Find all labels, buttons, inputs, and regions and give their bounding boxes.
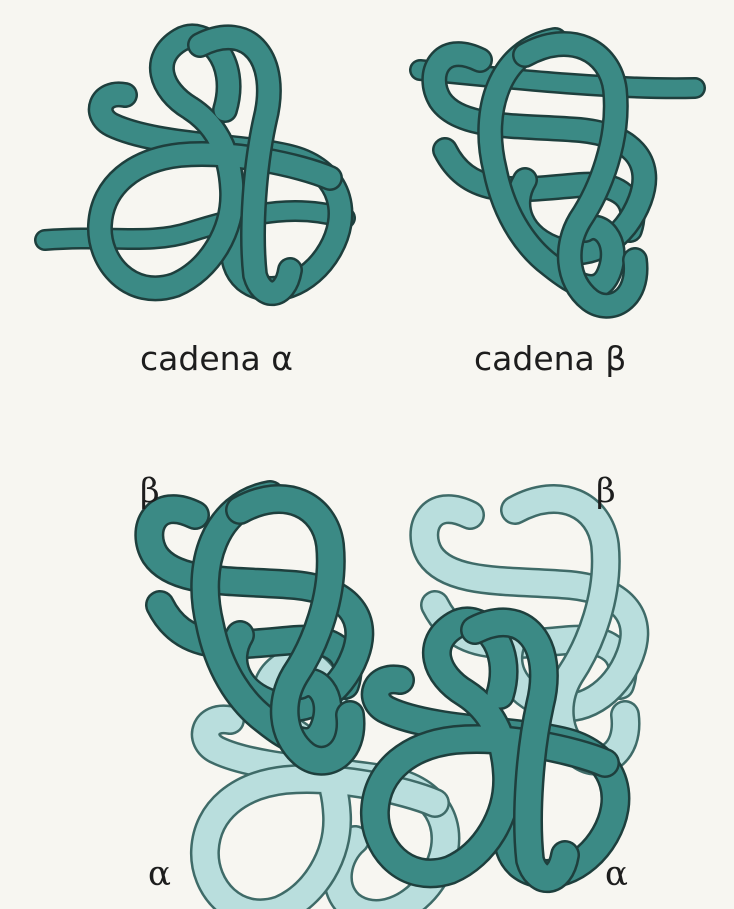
beta-chain-label: cadena β: [474, 342, 626, 375]
alpha-chain-label: cadena α: [140, 342, 293, 375]
tetramer-label-top-right: β: [596, 474, 616, 508]
tetramer-label-top-left: β: [140, 474, 160, 508]
tetramer-beta-subunit-dark: [149, 495, 359, 761]
tetramer-label-bottom-left: α: [148, 857, 171, 891]
tetramer-label-bottom-right: α: [605, 857, 628, 891]
beta-chain-monomer: [420, 40, 695, 306]
hemoglobin-tetramer: [149, 495, 634, 909]
alpha-chain-monomer: [45, 36, 345, 293]
